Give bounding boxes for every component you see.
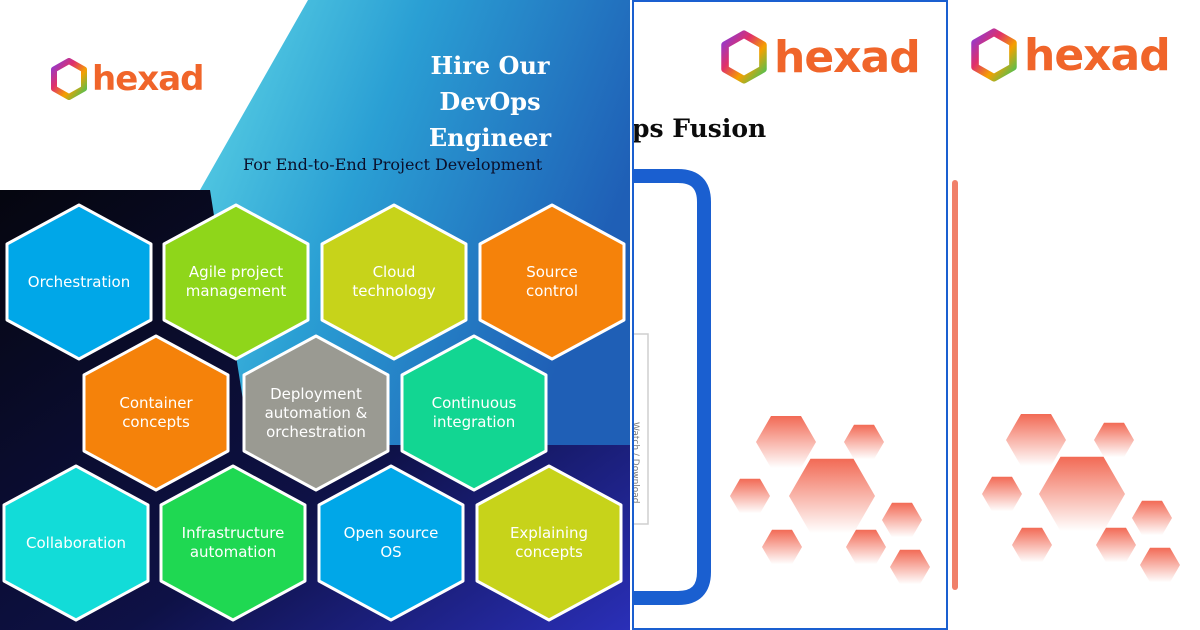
skill-label: Continuous integration bbox=[431, 394, 517, 431]
decor-hexagon bbox=[1039, 456, 1125, 532]
headline: Hire Our DevOps Engineer bbox=[390, 48, 590, 156]
thin-frame bbox=[634, 333, 649, 525]
hexagon-shape bbox=[317, 464, 465, 622]
hexagon-shape bbox=[242, 334, 390, 492]
decor-hexagon bbox=[1006, 414, 1066, 466]
skill-hexagon: Explaining concepts bbox=[473, 463, 625, 623]
skill-label: Deployment automation & orchestration bbox=[264, 384, 368, 441]
watch-download-label[interactable]: Watch / Download bbox=[632, 422, 640, 504]
hexagon-shape bbox=[478, 203, 626, 361]
hexad-logo-right[interactable]: hexad bbox=[970, 28, 1171, 82]
panel-title-fragment: ps Fusion bbox=[632, 114, 767, 143]
decor-hexagon bbox=[1140, 547, 1180, 583]
skill-hexagon: Deployment automation & orchestration bbox=[240, 333, 392, 493]
skill-hexagon: Cloud technology bbox=[318, 202, 470, 362]
orange-edge-bar bbox=[952, 180, 958, 590]
decor-hexagon bbox=[789, 458, 875, 534]
logo-wordmark: hexad bbox=[1024, 29, 1171, 81]
skill-label: Cloud technology bbox=[352, 263, 436, 300]
hexagon-gradient-icon bbox=[721, 30, 767, 84]
skill-label: Source control bbox=[526, 263, 578, 300]
mid-decor bbox=[634, 169, 930, 605]
decor-hexagon bbox=[846, 529, 886, 565]
hexad-card-panel: hexad bbox=[952, 0, 1200, 630]
webinar-panel: hexad ps Fusion Watch / Download bbox=[632, 0, 948, 630]
subheadline: For End-to-End Project Development bbox=[243, 155, 543, 174]
skill-label: Infrastructure automation bbox=[181, 524, 285, 561]
hexad-logo-mid[interactable]: hexad bbox=[720, 30, 921, 84]
devops-promo-panel: hexad Hire Our DevOps Engineer For End-t… bbox=[0, 0, 630, 630]
right-decor bbox=[952, 180, 1180, 590]
skill-hexagon: Collaboration bbox=[0, 463, 152, 623]
skill-hexagon: Agile project management bbox=[160, 202, 312, 362]
hexagon-shape bbox=[5, 203, 153, 361]
decor-hexagon bbox=[1094, 422, 1134, 458]
skill-label: Open source OS bbox=[343, 524, 439, 561]
headline-line-2: DevOps Engineer bbox=[428, 87, 552, 152]
logo-wordmark: hexad bbox=[774, 31, 921, 83]
decor-hexagon bbox=[1096, 527, 1136, 563]
hexagon-shape bbox=[320, 203, 468, 361]
hexagon-shape bbox=[159, 464, 307, 622]
right-hex-cluster bbox=[982, 414, 1180, 583]
skill-label: Orchestration bbox=[27, 272, 131, 291]
hexagon-shape bbox=[82, 334, 230, 492]
hexagon-shape bbox=[162, 203, 310, 361]
decor-hexagon bbox=[762, 529, 802, 565]
decor-hexagon bbox=[844, 424, 884, 460]
skill-hexagon: Orchestration bbox=[3, 202, 155, 362]
mid-hex-cluster bbox=[730, 416, 930, 585]
logo-wordmark: hexad bbox=[92, 59, 204, 99]
decor-hexagon bbox=[730, 478, 770, 514]
hexagon-shape bbox=[400, 334, 548, 492]
decor-hexagon bbox=[1132, 500, 1172, 536]
decor-hexagon bbox=[756, 416, 816, 468]
hexagon-shape bbox=[475, 464, 623, 622]
decor-hexagon bbox=[1012, 527, 1052, 563]
skill-label: Container concepts bbox=[119, 394, 193, 431]
blue-frame bbox=[634, 169, 711, 605]
hexagon-gradient-icon bbox=[971, 28, 1017, 82]
hexagon-shape bbox=[2, 464, 150, 622]
decor-hexagon bbox=[890, 549, 930, 585]
skill-hexagon: Continuous integration bbox=[398, 333, 550, 493]
skill-hexagon: Source control bbox=[476, 202, 628, 362]
decor-hexagon bbox=[882, 502, 922, 538]
hexad-logo[interactable]: hexad bbox=[50, 58, 204, 100]
skill-hexagon: Container concepts bbox=[80, 333, 232, 493]
skill-label: Explaining concepts bbox=[509, 524, 589, 561]
headline-line-1: Hire Our bbox=[430, 51, 550, 80]
skill-hexagon: Open source OS bbox=[315, 463, 467, 623]
hexagon-gradient-icon bbox=[51, 58, 87, 100]
skill-label: Collaboration bbox=[26, 533, 126, 552]
skill-label: Agile project management bbox=[185, 263, 287, 300]
skill-hexagon: Infrastructure automation bbox=[157, 463, 309, 623]
decor-hexagon bbox=[982, 476, 1022, 512]
